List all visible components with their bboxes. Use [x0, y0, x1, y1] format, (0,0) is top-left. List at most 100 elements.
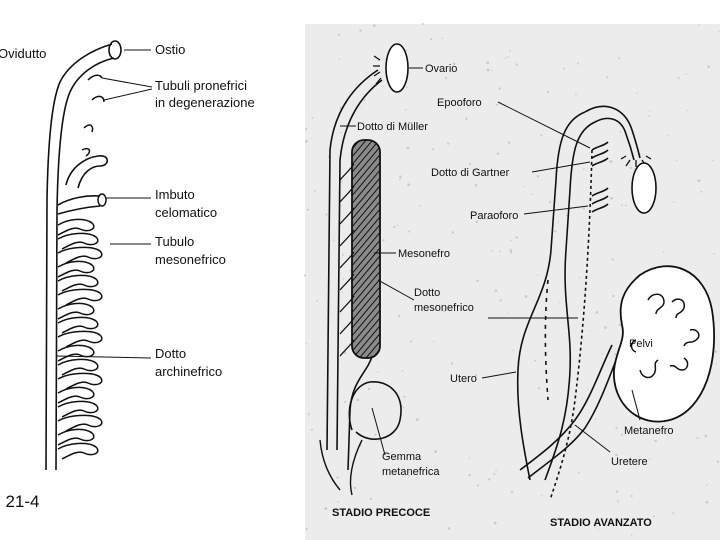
texture-dot [601, 353, 604, 355]
texture-dot [611, 258, 614, 261]
epoophoron-tubule [591, 141, 609, 151]
texture-dot [447, 527, 451, 530]
texture-dot [636, 92, 638, 94]
label-pronephric-2: in degenerazione [155, 95, 255, 110]
texture-dot [509, 249, 513, 252]
texture-dot [493, 473, 496, 476]
leader-duct [55, 355, 152, 359]
label-late-stage: STADIO AVANZATO [550, 517, 652, 529]
texture-dot [554, 230, 557, 233]
texture-dot [370, 497, 373, 500]
texture-dot [606, 76, 609, 79]
texture-dot [615, 453, 618, 457]
mesonephric-tubules [57, 218, 103, 460]
label-epoophoron: Epooforo [437, 97, 482, 109]
early-mesonephric-strands [339, 163, 355, 357]
texture-dot [363, 99, 366, 101]
texture-dot [615, 426, 618, 429]
uterus-wall-marks [544, 279, 549, 401]
texture-dot [332, 239, 335, 241]
texture-dot [444, 76, 448, 80]
texture-dot [474, 183, 478, 187]
texture-dot [336, 476, 339, 479]
texture-dot [337, 33, 340, 36]
texture-dot [575, 93, 577, 95]
texture-dot [576, 62, 579, 65]
texture-dot [698, 24, 701, 26]
texture-dot [404, 109, 407, 111]
texture-dot [402, 406, 404, 409]
texture-dot [595, 418, 597, 420]
texture-dot [672, 200, 675, 203]
texture-dot [536, 175, 540, 178]
texture-dot [510, 251, 513, 254]
early-strand [339, 273, 355, 291]
texture-dot [499, 299, 502, 302]
leader-metanephros [631, 389, 641, 421]
epoophoron-tubule [591, 187, 609, 197]
leader-pronephric-2 [103, 88, 153, 101]
texture-dot [581, 518, 585, 522]
texture-dot [615, 490, 619, 493]
texture-dot [686, 109, 688, 112]
texture-dot [676, 159, 678, 162]
texture-dot [468, 457, 471, 459]
texture-dot [304, 274, 307, 277]
mesonephric-tubule [57, 386, 95, 404]
early-strand [339, 185, 355, 203]
label-duct-2: archinefrico [155, 364, 222, 379]
texture-dot [399, 175, 402, 178]
label-uterus: Utero [450, 373, 477, 385]
texture-dot [486, 61, 490, 65]
texture-dot [563, 67, 565, 70]
label-pelvis: Pelvi [629, 338, 653, 350]
texture-dot [415, 418, 419, 421]
mesonephric-tubule [57, 288, 103, 306]
texture-dot [349, 269, 352, 272]
texture-dot [604, 326, 607, 329]
late-uterus-outer [516, 111, 586, 481]
ureter-inner [527, 349, 621, 479]
texture-dot [310, 428, 313, 431]
texture-dot [618, 323, 622, 326]
mesonephros-body [351, 139, 381, 359]
texture-dot [624, 204, 627, 207]
texture-dot [486, 217, 489, 220]
texture-dot [493, 521, 497, 525]
texture-dot [405, 49, 408, 52]
texture-dot [618, 57, 621, 60]
texture-dot [327, 155, 330, 158]
label-tubule-1: Tubulo [155, 234, 194, 249]
mesonephric-tubule [57, 358, 99, 376]
label-ureter: Uretere [611, 456, 648, 468]
label-funnel-1: Imbuto [155, 187, 195, 202]
texture-dot [494, 289, 498, 292]
texture-dot [441, 37, 443, 39]
texture-dot [377, 59, 380, 62]
texture-dot [696, 437, 699, 440]
label-metanephros: Metanefro [624, 425, 674, 437]
texture-dot [507, 312, 510, 315]
epoophoron-tubules [591, 141, 609, 213]
texture-dot [540, 494, 543, 497]
texture-dot [515, 63, 518, 66]
texture-dot [496, 152, 500, 155]
texture-dot [712, 159, 714, 162]
texture-dot [700, 190, 703, 193]
label-bud-2: metanefrica [382, 466, 440, 478]
texture-dot [715, 363, 717, 365]
early-strand [339, 163, 355, 181]
texture-dot [410, 340, 412, 343]
texture-dot [662, 251, 665, 253]
texture-dot [342, 278, 345, 280]
kidney-outline [613, 265, 715, 423]
texture-dot [434, 450, 437, 453]
texture-dot [401, 370, 404, 372]
texture-dot [610, 196, 613, 200]
label-bud-1: Gemma [382, 451, 422, 463]
mesonephric-tubule [57, 260, 95, 278]
late-oviduct [584, 105, 641, 161]
early-mullerian-duct-outer [326, 69, 379, 451]
texture-dot [353, 486, 357, 490]
